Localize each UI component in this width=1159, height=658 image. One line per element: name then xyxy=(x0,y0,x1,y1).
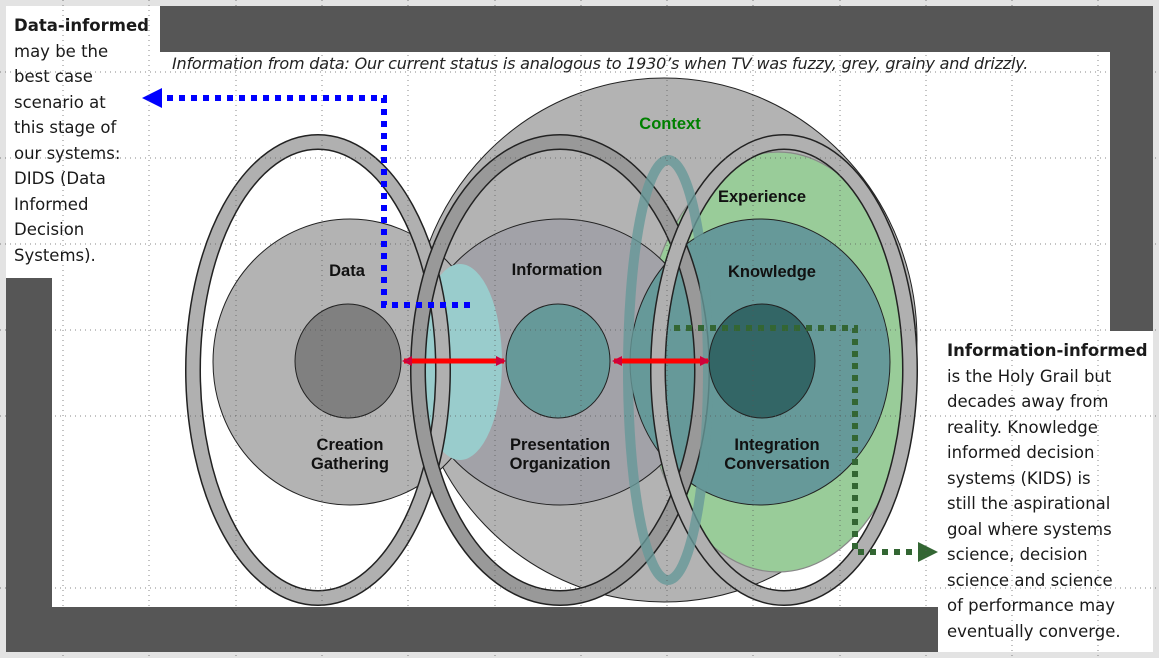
information-label: Information xyxy=(512,261,603,279)
knowledge-core xyxy=(708,303,816,419)
left-note-heading: Data-informed xyxy=(14,16,149,35)
experience-ring-overlap xyxy=(623,155,713,585)
right-note-line: systems (KIDS) is xyxy=(947,468,1091,488)
right-note-line: reality. Knowledge xyxy=(947,417,1098,437)
right-note-line: decades away from xyxy=(947,392,1109,411)
left-note: Data-informed may be the best case scena… xyxy=(14,13,160,268)
right-note-line: still the aspirational xyxy=(947,494,1111,513)
context-label: Context xyxy=(639,115,701,133)
information-sub-1: Presentation xyxy=(510,436,610,454)
left-note-line: this stage of xyxy=(14,118,117,137)
blue-arrow-head xyxy=(142,88,162,108)
left-note-line: may be the xyxy=(14,41,109,61)
knowledge-label: Knowledge xyxy=(728,263,816,281)
slide-subtitle: Information from data: Our current statu… xyxy=(172,54,1029,73)
data-sub-2: Gathering xyxy=(311,455,389,473)
left-note-line: best case xyxy=(14,67,93,86)
data-sub-1: Creation xyxy=(317,436,384,454)
right-note: Information-informed is the Holy Grail b… xyxy=(947,338,1157,644)
experience-label: Experience xyxy=(718,188,806,206)
right-note-line: science, decision xyxy=(947,545,1088,564)
data-core xyxy=(294,303,402,419)
right-note-line: of performance may xyxy=(947,596,1116,615)
left-note-line: DIDS (Data xyxy=(14,169,106,188)
right-note-line: science and science xyxy=(947,570,1113,590)
right-note-line: eventually converge. xyxy=(947,621,1121,641)
green-arrow-head xyxy=(918,542,938,562)
left-note-line: Decision xyxy=(14,220,85,239)
information-core xyxy=(505,303,611,419)
right-note-background xyxy=(938,331,1153,652)
data-label: Data xyxy=(329,262,366,280)
right-note-line: is the Holy Grail but xyxy=(947,366,1112,386)
left-note-line: scenario at xyxy=(14,92,106,112)
knowledge-sub-2: Conversation xyxy=(724,455,829,473)
right-note-heading: Information-informed xyxy=(947,341,1148,360)
left-note-line: our systems: xyxy=(14,143,121,163)
left-note-background xyxy=(6,6,160,278)
green-dotted-arrow xyxy=(674,325,920,555)
left-note-line: Systems). xyxy=(14,245,96,265)
knowledge-sub-1: Integration xyxy=(734,436,819,454)
left-note-line: Informed xyxy=(14,194,89,214)
right-note-line: goal where systems xyxy=(947,519,1112,539)
right-note-line: informed decision xyxy=(947,443,1095,462)
information-sub-2: Organization xyxy=(510,455,611,473)
